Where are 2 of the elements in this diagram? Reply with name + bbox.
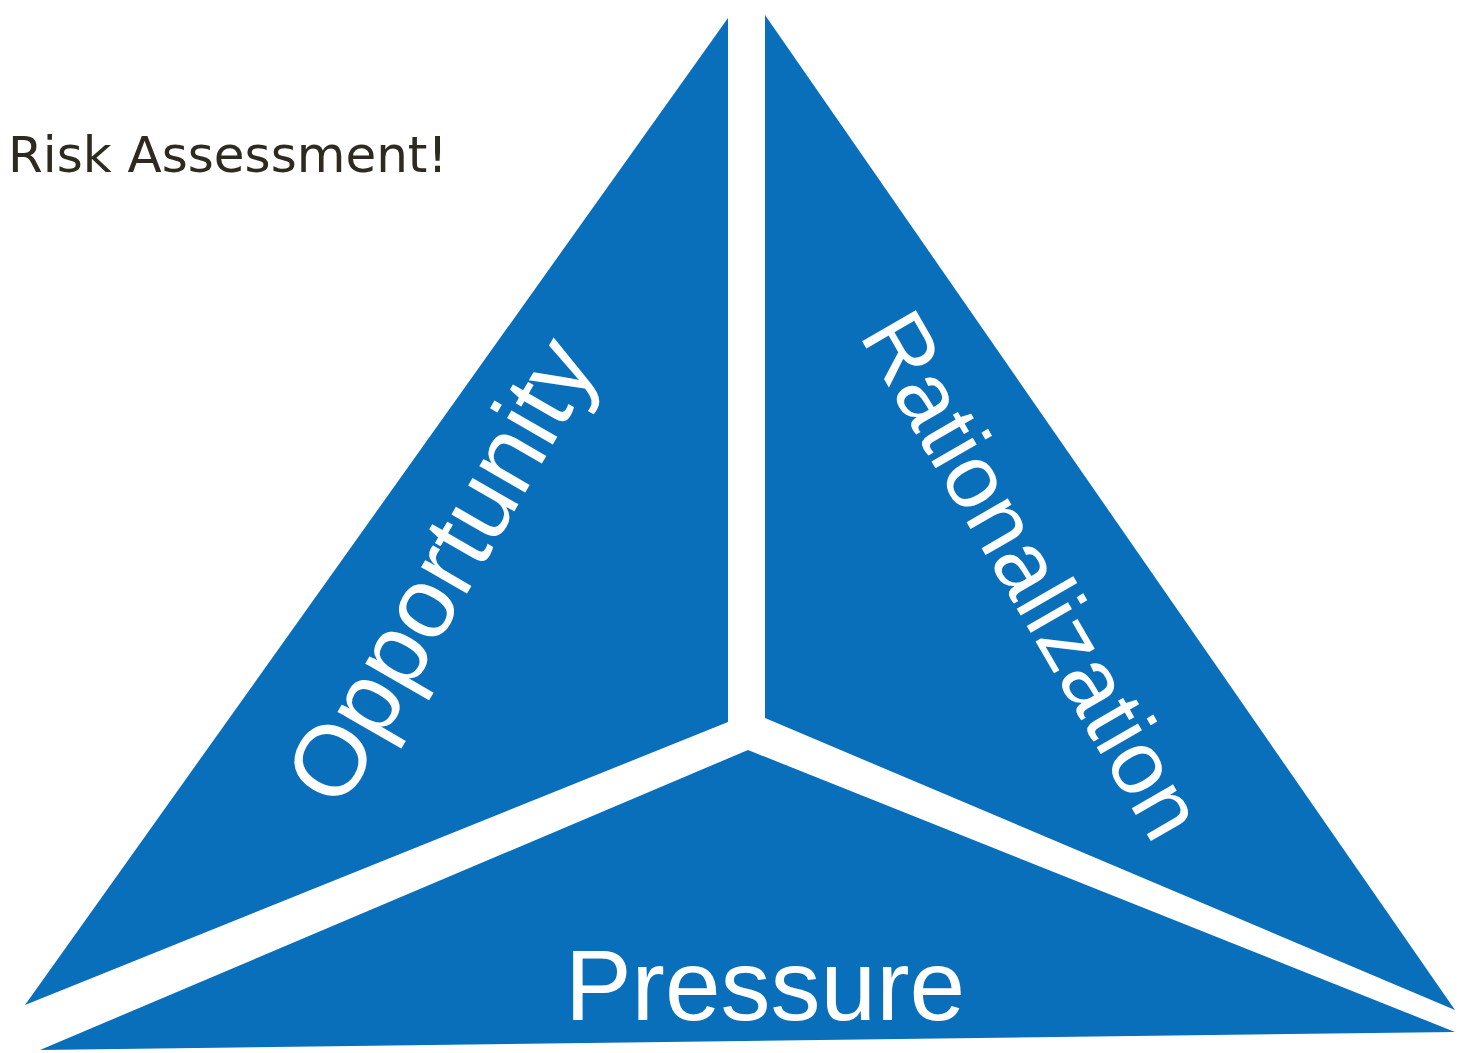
segment-label: Pressure: [564, 935, 966, 1035]
title: Risk Assessment!: [8, 128, 448, 183]
